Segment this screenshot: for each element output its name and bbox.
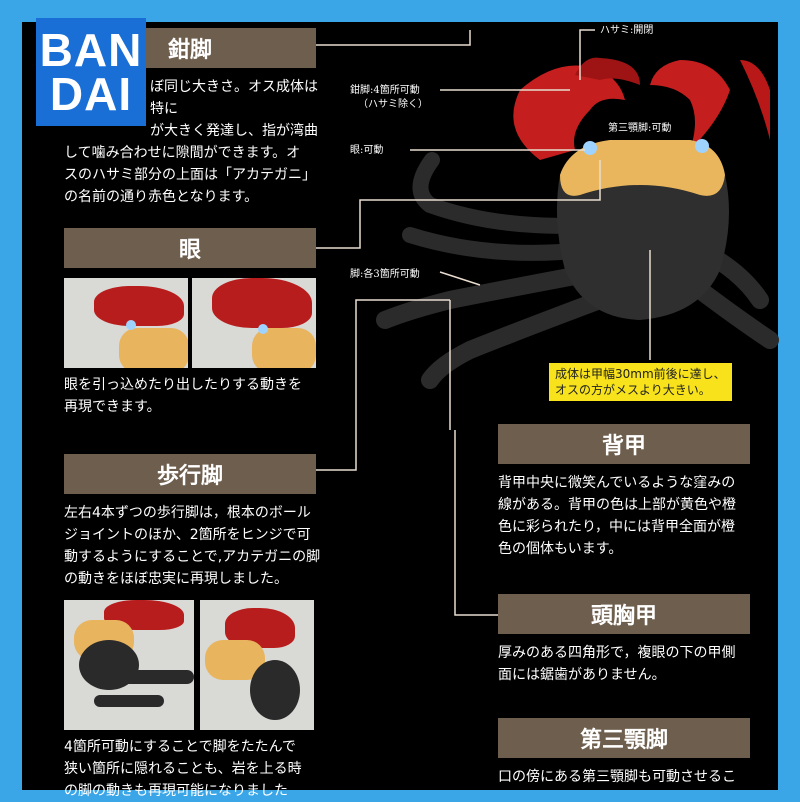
walking-photo-1: [64, 600, 194, 730]
bandai-logo[interactable]: BAN DAI: [36, 18, 146, 126]
claw-description: ぼ同じ大きさ。オス成体は特に が大きく発達し、指が湾曲 して噛み合わせに隙間がで…: [64, 79, 318, 205]
section-header-maxilliped: 第三顎脚: [498, 718, 750, 758]
walking-description-2: 4箇所可動にすることで脚をたたんで 狭い箇所に隠れることも、岩を上る時 の脚の動…: [64, 739, 302, 799]
walking-description: 左右4本ずつの歩行脚は，根本のボール ジョイントのほか、2箇所をヒンジで可 動す…: [64, 505, 321, 587]
callout-scissor-open: ハサミ:開閉: [600, 25, 654, 36]
section-header-cephalothorax: 頭胸甲: [498, 594, 750, 634]
carapace-description: 背甲中央に微笑んでいるような窪みの 線がある。背甲の色は上部が黄色や橙 色に彩ら…: [498, 475, 736, 557]
logo-line-1: BAN: [39, 24, 143, 76]
callout-eye-move: 眼:可動: [350, 145, 384, 156]
size-note-box: 成体は甲幅30mm前後に達し、 オスの方がメスより大きい。: [548, 362, 733, 402]
section-header-walking: 歩行脚: [64, 454, 316, 494]
callout-maxilliped-move: 第三顎脚:可動: [608, 123, 672, 134]
walking-photo-2: [200, 600, 314, 730]
callout-claw-leg-1: 鉗脚:4箇所可動: [350, 85, 420, 96]
size-note-line-1: 成体は甲幅30mm前後に達し、: [555, 367, 726, 381]
cephalothorax-description: 厚みのある四角形で，複眼の下の甲側 面には鋸歯がありません。: [498, 645, 736, 683]
section-header-eye: 眼: [64, 228, 316, 268]
section-header-carapace: 背甲: [498, 424, 750, 464]
eye-photo-2: [192, 278, 316, 368]
maxilliped-description: 口の傍にある第三顎脚も可動させるこ: [498, 769, 736, 785]
logo-line-2: DAI: [49, 68, 133, 120]
callout-legs-move: 脚:各3箇所可動: [350, 269, 420, 280]
eye-photo-1: [64, 278, 188, 368]
size-note-line-2: オスの方がメスより大きい。: [555, 383, 711, 397]
callout-claw-leg-2: （ハサミ除く）: [358, 99, 428, 110]
eye-description: 眼を引っ込めたり出したりする動きを 再現できます。: [64, 377, 302, 415]
